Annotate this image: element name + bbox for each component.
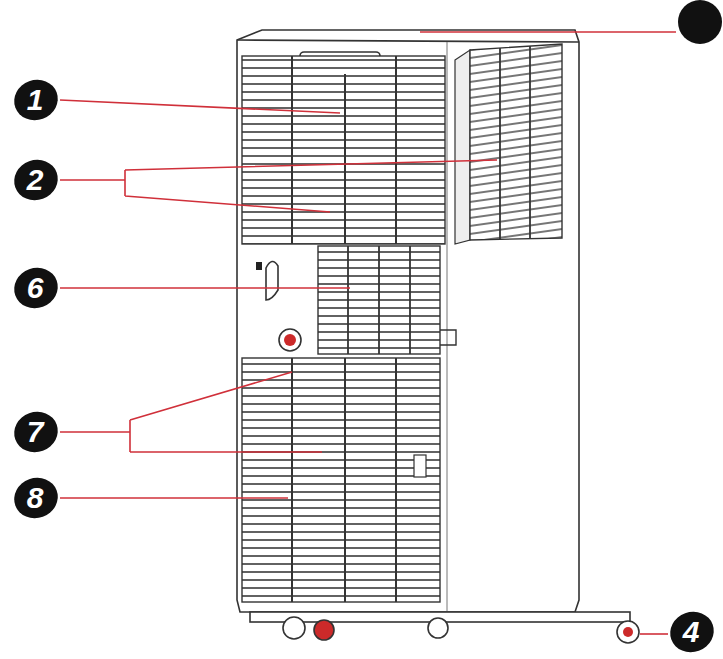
filter-grille (318, 246, 456, 354)
callout-number: 8 (15, 478, 55, 518)
lower-grille (242, 358, 440, 602)
callout-badges (8, 0, 722, 658)
upper-grille (242, 56, 445, 244)
callout-number: 2 (15, 160, 55, 200)
callout-number: 1 (15, 80, 55, 120)
wheels (250, 612, 639, 643)
leader-lines (60, 32, 676, 634)
callout-number: 6 (15, 268, 55, 308)
side-grille (455, 44, 562, 244)
unit-housing (237, 30, 579, 612)
hook-and-drain (256, 261, 301, 351)
callout-number: 7 (15, 412, 55, 452)
callout-number: 4 (671, 612, 711, 652)
